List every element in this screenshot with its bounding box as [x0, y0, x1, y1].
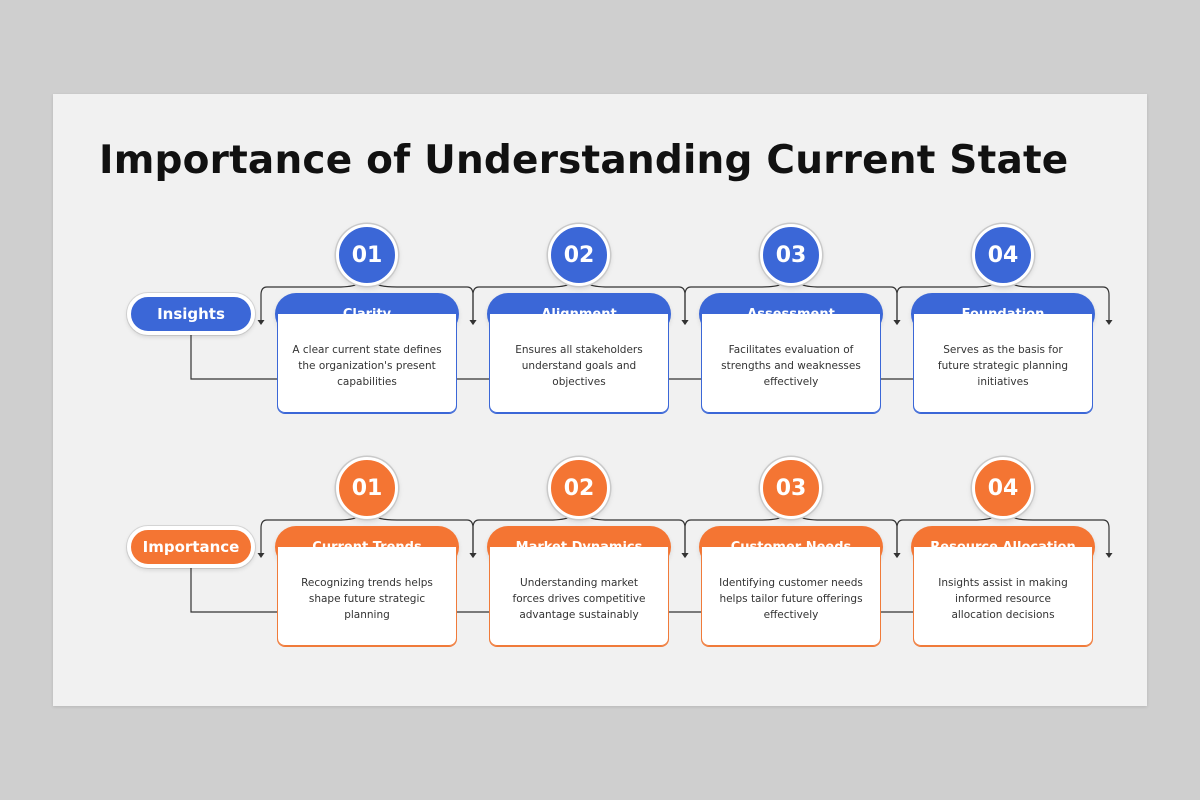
- step-number: 01: [336, 457, 398, 519]
- row-label-insights: Insights: [127, 293, 255, 335]
- step-description: Identifying customer needs helps tailor …: [701, 547, 881, 647]
- step-number: 03: [760, 457, 822, 519]
- step-description: Recognizing trends helps shape future st…: [277, 547, 457, 647]
- row-label-importance: Importance: [127, 526, 255, 568]
- step-number: 03: [760, 224, 822, 286]
- bracket-arrow-left: [472, 283, 570, 320]
- arrowhead: [1105, 553, 1113, 558]
- step-description: Serves as the basis for future strategic…: [913, 314, 1093, 414]
- step-description: Insights assist in making informed resou…: [913, 547, 1093, 647]
- bracket-arrow-left: [684, 516, 782, 553]
- bracket-arrow-left: [684, 283, 782, 320]
- arrowhead: [469, 553, 477, 558]
- page-title: Importance of Understanding Current Stat…: [99, 138, 1069, 183]
- step-number: 02: [548, 224, 610, 286]
- bracket-arrow-left: [472, 516, 570, 553]
- arrowhead: [681, 320, 689, 325]
- step-description: Understanding market forces drives compe…: [489, 547, 669, 647]
- step-number: 02: [548, 457, 610, 519]
- step-description: Facilitates evaluation of strengths and …: [701, 314, 881, 414]
- step-number: 01: [336, 224, 398, 286]
- arrowhead: [681, 553, 689, 558]
- arrowhead: [257, 320, 265, 325]
- bracket-arrow-right: [1012, 516, 1110, 553]
- arrowhead: [893, 553, 901, 558]
- bracket-arrow-left: [260, 516, 358, 553]
- arrowhead: [1105, 320, 1113, 325]
- bracket-arrow-left: [260, 283, 358, 320]
- step-number: 04: [972, 457, 1034, 519]
- arrowhead: [893, 320, 901, 325]
- bracket-arrow-right: [1012, 283, 1110, 320]
- step-number: 04: [972, 224, 1034, 286]
- step-description: Ensures all stakeholders understand goal…: [489, 314, 669, 414]
- arrowhead: [469, 320, 477, 325]
- step-description: A clear current state defines the organi…: [277, 314, 457, 414]
- connector-lines: [190, 283, 1113, 613]
- slide: Importance of Understanding Current Stat…: [53, 94, 1147, 706]
- bracket-arrow-left: [896, 516, 994, 553]
- bracket-arrow-left: [896, 283, 994, 320]
- arrowhead: [257, 553, 265, 558]
